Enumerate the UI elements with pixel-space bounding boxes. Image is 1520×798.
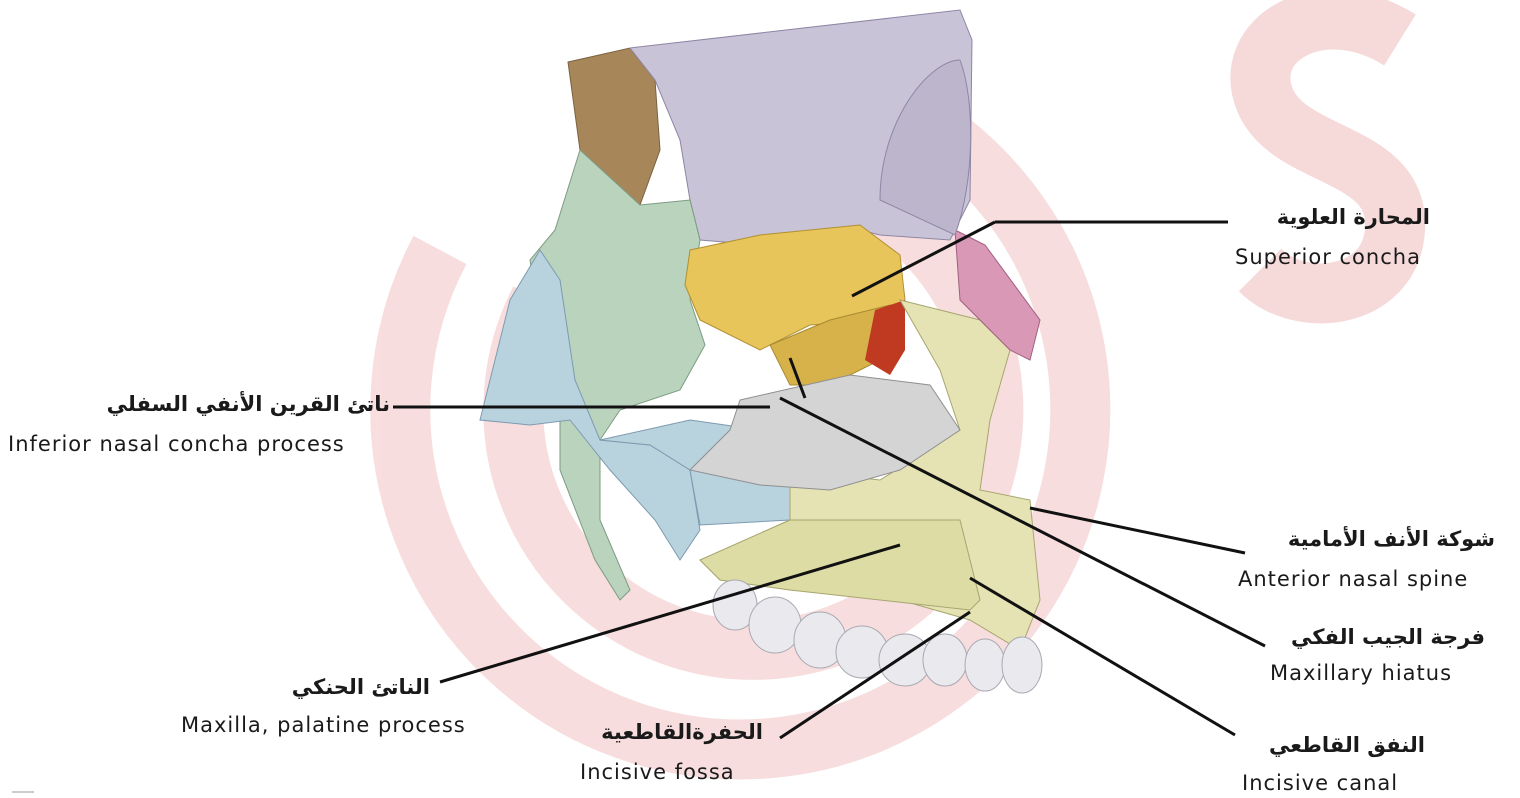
label-superior-concha-ar: المحارة العلوية (1230, 205, 1430, 229)
label-incisive-canal-en: Incisive canal (1242, 771, 1398, 795)
label-maxillary-hiatus-en: Maxillary hiatus (1270, 661, 1452, 685)
label-incisive-fossa-en: Incisive fossa (580, 760, 735, 784)
label-inferior-nasal-concha-ar: ناتئ القرين الأنفي السفلي (30, 392, 390, 416)
label-anterior-nasal-spine-en: Anterior nasal spine (1238, 567, 1468, 591)
label-palatine-process-ar: الناتئ الحنكي (270, 675, 430, 699)
label-incisive-fossa-ar: الحفرةالقاطعية (578, 720, 763, 744)
label-maxillary-hiatus-ar: فرجة الجيب الفكي (1270, 625, 1485, 649)
label-palatine-process-en: Maxilla, palatine process (181, 713, 466, 737)
label-inferior-nasal-concha-en: Inferior nasal concha process (8, 432, 345, 456)
label-anterior-nasal-spine-ar: شوكة الأنف الأمامية (1250, 527, 1495, 551)
label-incisive-canal-ar: النفق القاطعي (1240, 733, 1425, 757)
label-superior-concha-en: Superior concha (1235, 245, 1421, 269)
